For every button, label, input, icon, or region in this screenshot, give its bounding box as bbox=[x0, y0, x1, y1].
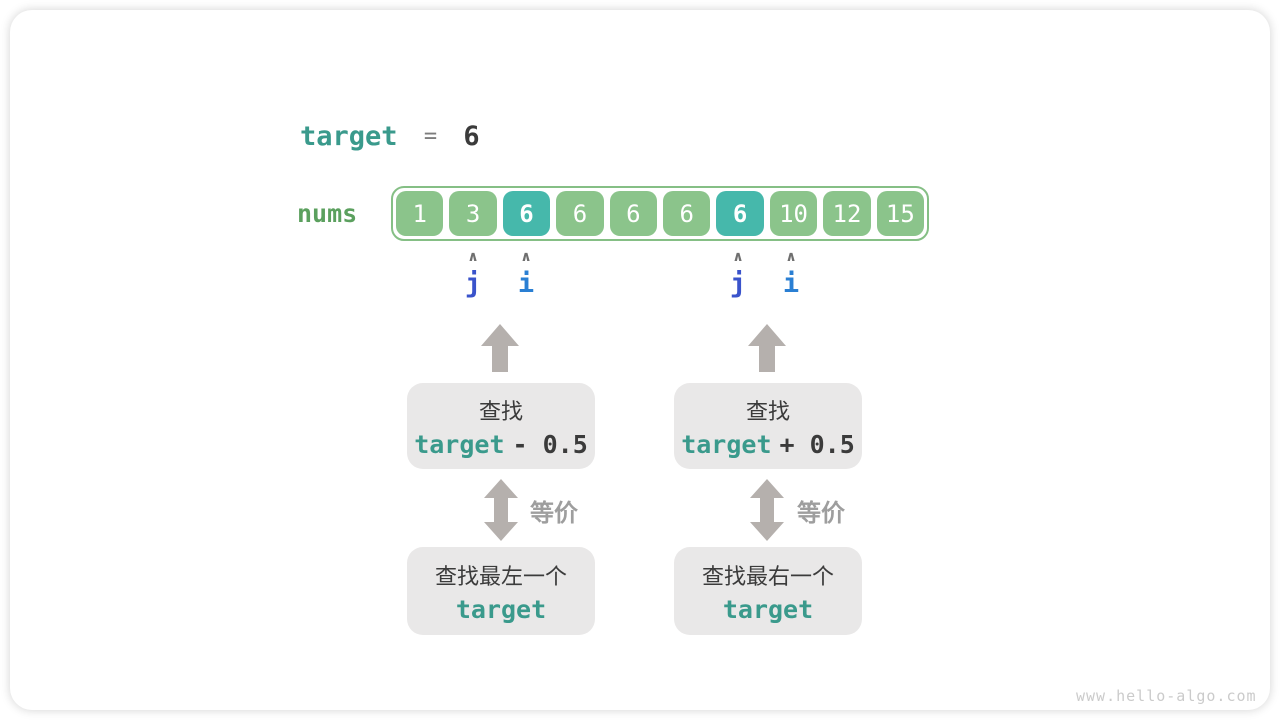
array-cell: 15 bbox=[876, 191, 925, 236]
target-code: target bbox=[722, 594, 814, 624]
search-target-minus-box: 查找 target- 0.5 bbox=[407, 383, 595, 469]
search-text: 查找 bbox=[478, 399, 523, 425]
find-rightmost-box: 查找最右一个 target bbox=[674, 547, 862, 635]
double-arrow-icon bbox=[483, 479, 519, 545]
target-variable: target bbox=[300, 121, 398, 152]
equals-sign: = bbox=[423, 124, 438, 149]
array-cell: 6 bbox=[663, 191, 711, 236]
array-cell: 6 bbox=[502, 191, 551, 236]
equivalence-label: 等价 bbox=[530, 499, 578, 527]
equivalence-label: 等价 bbox=[797, 499, 845, 527]
pointer-i-right: ∧ i bbox=[771, 248, 811, 302]
search-target-plus-box: 查找 target+ 0.5 bbox=[674, 383, 862, 469]
caret-up-icon: ∧ bbox=[732, 249, 744, 265]
array-cell: 10 bbox=[769, 191, 818, 236]
target-code: target bbox=[455, 594, 547, 624]
pointer-j-left: ∧ j bbox=[453, 248, 493, 302]
find-leftmost-box: 查找最左一个 target bbox=[407, 547, 595, 635]
caret-up-icon: ∧ bbox=[467, 249, 479, 265]
caret-up-icon: ∧ bbox=[520, 249, 532, 265]
plus-operand: + 0.5 bbox=[779, 429, 855, 459]
result-code-line: target bbox=[723, 595, 813, 624]
array-cell: 6 bbox=[716, 191, 764, 236]
search-text: 查找 bbox=[745, 399, 790, 425]
pointer-label: j bbox=[729, 268, 747, 299]
array-cell: 6 bbox=[609, 191, 658, 236]
up-arrow-icon bbox=[748, 324, 786, 376]
diagram-card: target = 6 nums 1 3 6 6 6 6 6 10 12 15 ∧… bbox=[10, 10, 1270, 710]
double-arrow-icon bbox=[749, 479, 785, 545]
result-text: 查找最右一个 bbox=[701, 564, 834, 590]
search-expression: target+ 0.5 bbox=[681, 430, 855, 459]
nums-array: 1 3 6 6 6 6 6 10 12 15 bbox=[391, 186, 929, 241]
target-assignment: target = 6 bbox=[300, 121, 480, 152]
pointer-j-right: ∧ j bbox=[718, 248, 758, 302]
search-expression: target- 0.5 bbox=[414, 430, 588, 459]
watermark: www.hello-algo.com bbox=[1076, 687, 1257, 705]
up-arrow-icon bbox=[481, 324, 519, 376]
array-cell: 12 bbox=[823, 191, 871, 236]
array-cell: 1 bbox=[396, 191, 444, 236]
pointer-i-left: ∧ i bbox=[506, 248, 546, 302]
array-label: nums bbox=[297, 199, 358, 228]
target-code: target bbox=[414, 429, 505, 459]
pointer-label: i bbox=[782, 268, 800, 299]
target-value: 6 bbox=[463, 121, 480, 152]
array-cell: 3 bbox=[449, 191, 497, 236]
array-cell: 6 bbox=[556, 191, 604, 236]
result-text: 查找最左一个 bbox=[434, 564, 567, 590]
pointer-label: i bbox=[517, 268, 535, 299]
caret-up-icon: ∧ bbox=[785, 249, 797, 265]
minus-operand: - 0.5 bbox=[512, 429, 588, 459]
pointer-label: j bbox=[464, 268, 482, 299]
result-code-line: target bbox=[456, 595, 546, 624]
target-code: target bbox=[681, 429, 772, 459]
